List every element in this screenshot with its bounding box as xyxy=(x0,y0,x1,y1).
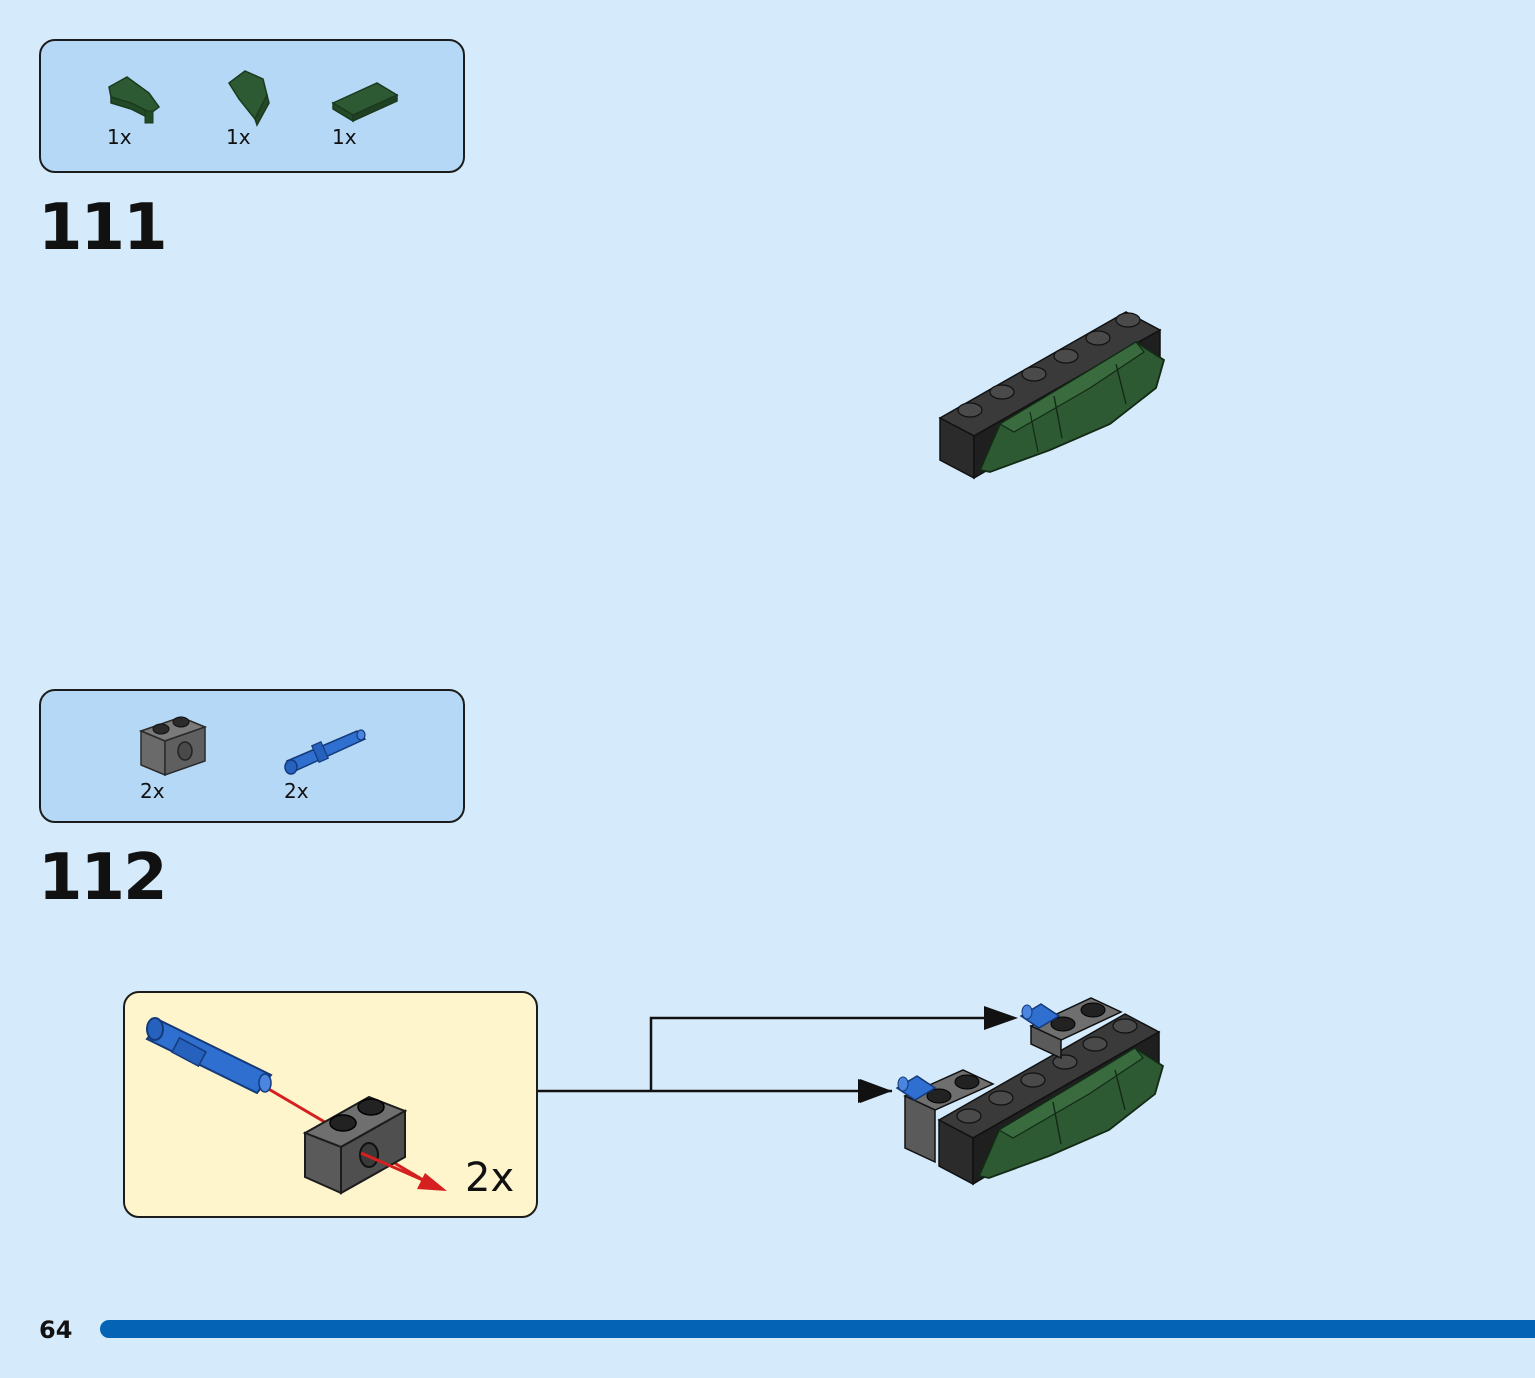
part-qty: 2x xyxy=(140,779,165,803)
callout-connector-lines xyxy=(538,1006,1018,1103)
dark-gray-technic-brick-1x2-icon xyxy=(138,716,208,777)
progress-bar xyxy=(100,1320,1535,1338)
step-number-112: 112 xyxy=(38,841,168,915)
blue-pin-icon xyxy=(145,1017,273,1095)
dark-green-tile-1x4-icon xyxy=(331,82,399,123)
parts-list-step-111: 1x 1x 1x xyxy=(39,39,465,173)
parts-list-step-112: 2x 2x xyxy=(39,689,465,823)
page-number: 64 xyxy=(39,1316,73,1344)
technic-brick-icon xyxy=(302,1095,408,1195)
blue-technic-pin-long-icon xyxy=(284,729,367,775)
callout-qty: 2x xyxy=(465,1155,515,1201)
step-112-model-illustration xyxy=(895,997,1165,1186)
step-111-model-illustration xyxy=(938,311,1166,480)
sub-assembly-callout: 2x xyxy=(123,991,538,1218)
dark-green-wedge-plate-left-icon xyxy=(108,76,161,124)
step-number-111: 111 xyxy=(38,191,168,265)
dark-green-wedge-plate-right-icon xyxy=(227,70,270,127)
part-qty: 1x xyxy=(332,125,357,149)
part-qty: 1x xyxy=(226,125,251,149)
part-qty: 2x xyxy=(284,779,309,803)
callout-assembly-illustration xyxy=(145,1017,447,1195)
part-qty: 1x xyxy=(107,125,132,149)
